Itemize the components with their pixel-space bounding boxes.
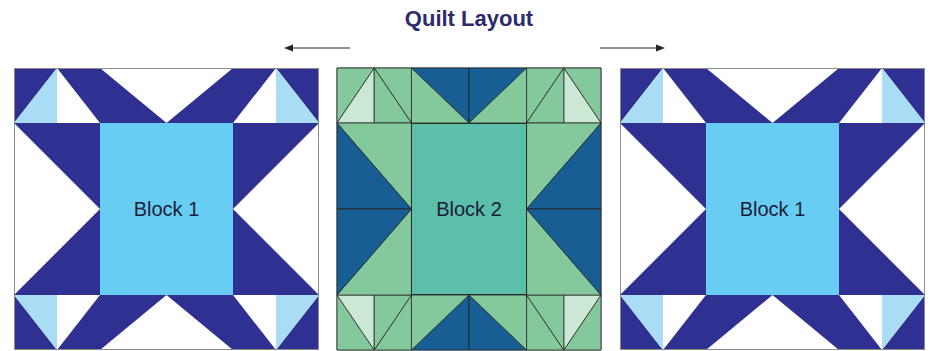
- title: Quilt Layout: [405, 6, 533, 32]
- block-center: Block 1: [706, 123, 839, 295]
- right-arrowhead: [656, 45, 665, 52]
- left-arrowhead: [284, 45, 293, 52]
- block-center: Block 1: [100, 123, 233, 295]
- quilt-block: [337, 68, 601, 350]
- left-arrow: [290, 48, 350, 49]
- right-arrow: [600, 48, 659, 49]
- block-label: Block 1: [134, 198, 200, 221]
- block-label: Block 2: [436, 198, 502, 221]
- block-label: Block 1: [740, 198, 806, 221]
- quilt-block: [620, 68, 925, 350]
- quilt-block: [14, 68, 319, 350]
- block-border: [621, 69, 925, 350]
- block-border: [15, 69, 319, 350]
- block-ground: [14, 68, 319, 350]
- block-center: Block 2: [411, 123, 527, 295]
- block-ground: [620, 68, 925, 350]
